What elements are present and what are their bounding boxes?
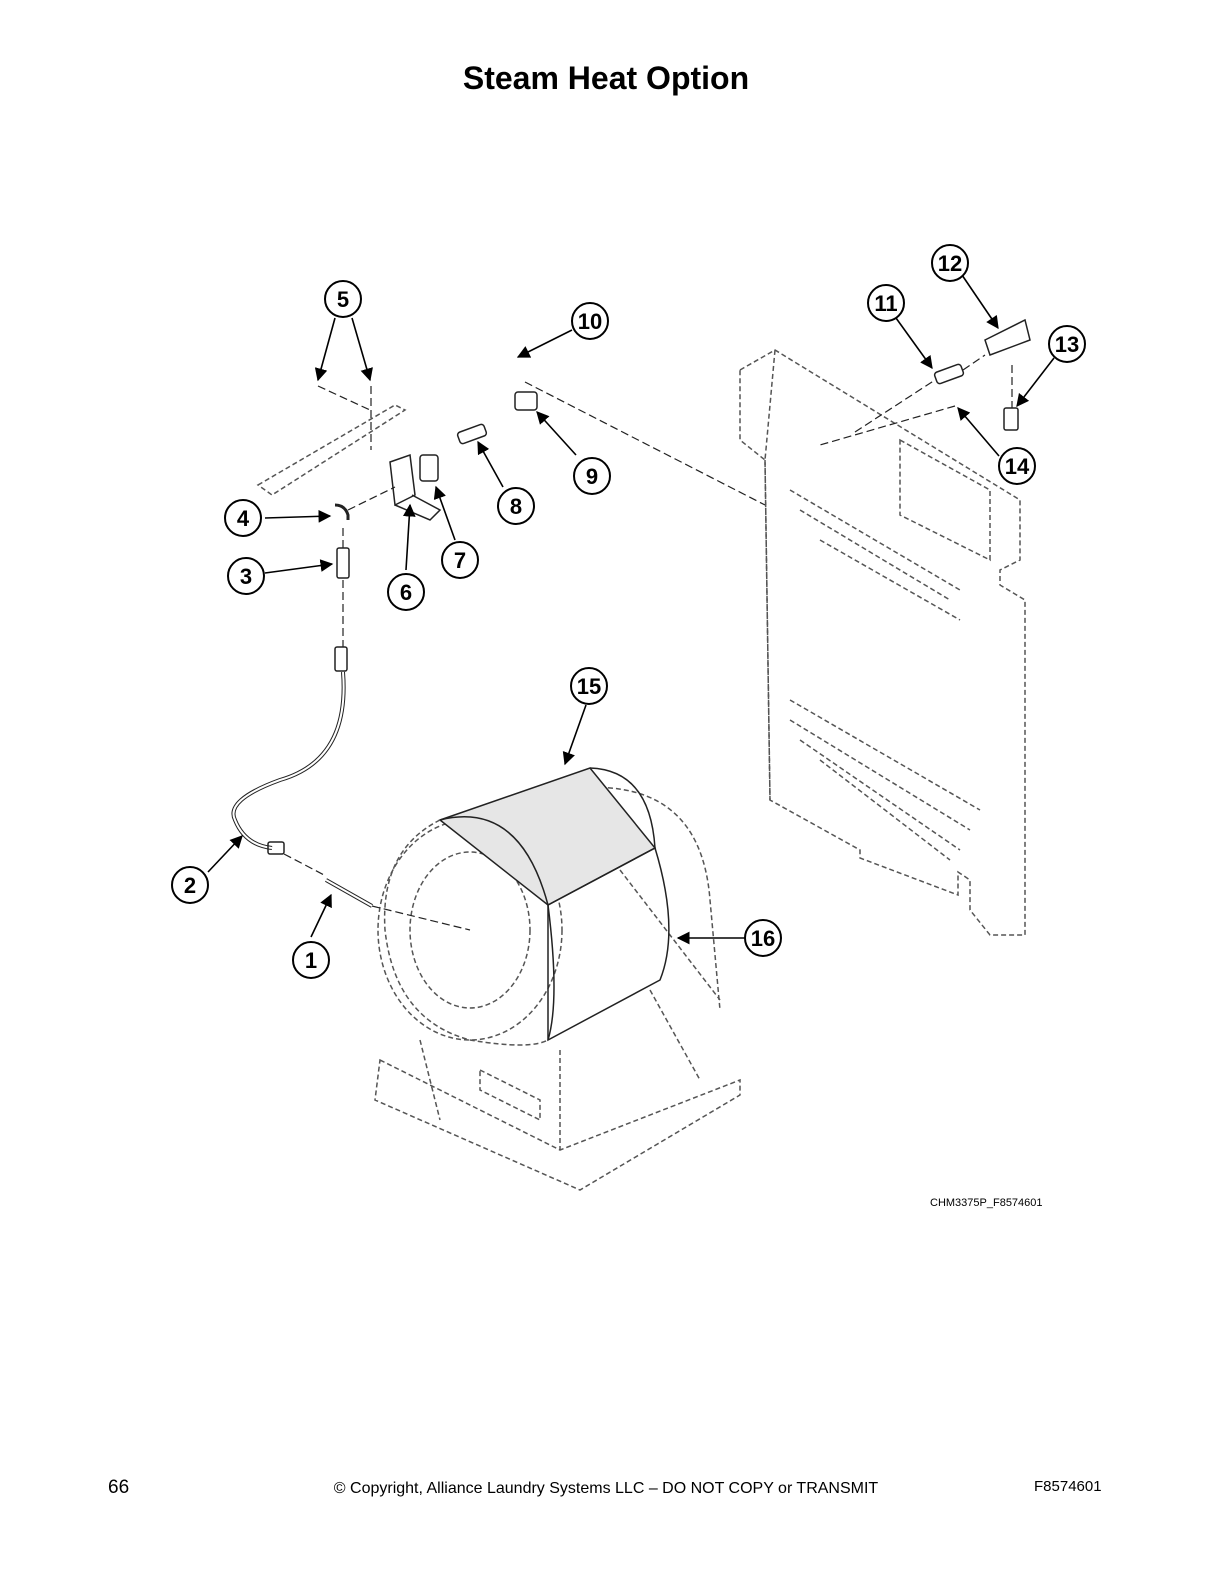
callout-9: 9	[573, 457, 611, 495]
callout-12: 12	[931, 244, 969, 282]
callout-label: 12	[938, 251, 962, 276]
callout-1: 1	[292, 941, 330, 979]
rear-panel-phantom	[739, 349, 1026, 936]
callout-label: 15	[577, 674, 601, 699]
callout-label: 5	[337, 287, 349, 312]
callout-label: 4	[237, 506, 250, 531]
callout-label: 7	[454, 548, 466, 573]
callout-label: 1	[305, 948, 317, 973]
callout-label: 6	[400, 580, 412, 605]
document-number: F8574601	[1034, 1478, 1102, 1495]
callout-label: 11	[874, 291, 897, 316]
callout-label: 9	[586, 464, 598, 489]
callout-16: 16	[744, 919, 782, 957]
page-number: 66	[108, 1477, 130, 1498]
callout-3: 3	[227, 557, 265, 595]
callout-8: 8	[497, 487, 535, 525]
callout-4: 4	[224, 499, 262, 537]
assembly-centerlines	[283, 354, 1013, 931]
leader-arrows	[207, 274, 1055, 945]
callout-11: 11	[867, 284, 905, 322]
callout-5: 5	[324, 280, 362, 318]
callout-7: 7	[441, 541, 479, 579]
callout-13: 13	[1048, 325, 1086, 363]
steam-hose	[231, 646, 373, 908]
callout-label: 16	[751, 926, 775, 951]
callout-label: 14	[1005, 454, 1030, 479]
bracket-assembly	[256, 318, 1031, 579]
callout-label: 2	[184, 873, 196, 898]
page-title: Steam Heat Option	[462, 60, 750, 96]
callout-2: 2	[171, 866, 209, 904]
drum-cylinder	[383, 767, 670, 1046]
callout-label: 3	[240, 564, 252, 589]
callout-14: 14	[998, 447, 1036, 485]
callout-10: 10	[571, 302, 609, 340]
callout-label: 10	[578, 309, 602, 334]
callout-label: 8	[510, 494, 522, 519]
callout-label: 13	[1055, 332, 1079, 357]
callout-15: 15	[570, 667, 608, 705]
copyright-notice: © Copyright, Alliance Laundry Systems LL…	[333, 1480, 879, 1497]
drawing-code: CHM3375P_F8574601	[930, 1197, 1043, 1209]
callout-6: 6	[387, 573, 425, 611]
